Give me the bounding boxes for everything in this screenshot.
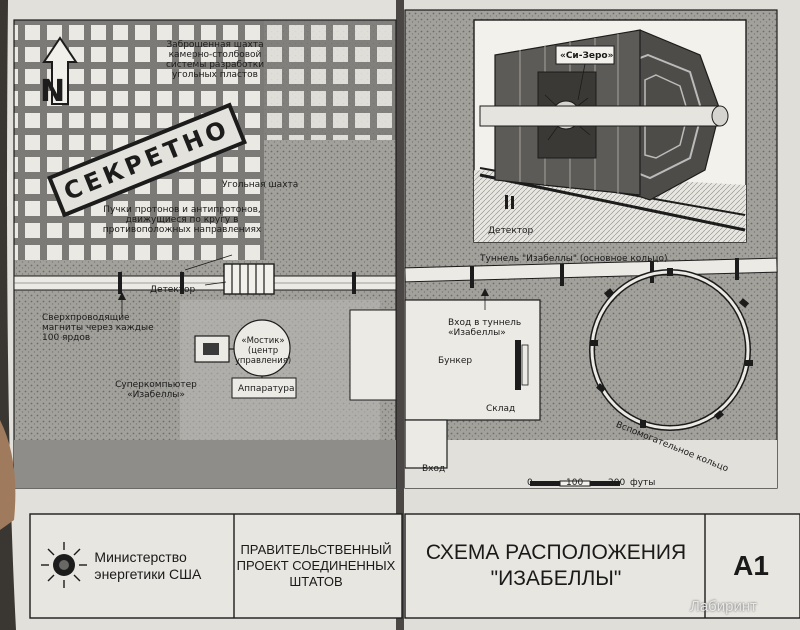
reader-thumb bbox=[0, 420, 16, 530]
label-warehouse: Склад bbox=[486, 404, 516, 414]
scale-tick-100: 100 bbox=[566, 478, 584, 488]
scale-bar bbox=[530, 480, 620, 487]
ministry-block: Министерство энергетики США bbox=[30, 517, 240, 615]
annex-building bbox=[349, 309, 397, 401]
label-abandoned-mine: Заброшенная шахта камерно-столбовой сист… bbox=[165, 40, 265, 80]
scale-tick-0: 0 bbox=[527, 478, 533, 488]
project-title: ПРАВИТЕЛЬСТВЕННЫЙ ПРОЕКТ СОЕДИНЕННЫХ ШТА… bbox=[236, 542, 396, 589]
label-entrance: Вход bbox=[422, 464, 446, 474]
ministry-name: Министерство энергетики США bbox=[94, 549, 202, 582]
label-coal-shaft: Угольная шахта bbox=[222, 180, 299, 190]
map-legend-strip bbox=[405, 440, 777, 488]
scale-unit: футы bbox=[630, 478, 656, 488]
scheme-title: СХЕМА РАСПОЛОЖЕНИЯ "ИЗАБЕЛЛЫ" bbox=[425, 541, 687, 590]
label-bridge: «Мостик» (центр управления) bbox=[234, 336, 292, 366]
label-beams: Пучки протонов и антипротонов, движущиес… bbox=[102, 205, 262, 235]
label-supercomputer: Суперкомпьютер «Изабеллы» bbox=[115, 380, 197, 400]
label-detector-left: Детектор bbox=[150, 285, 196, 295]
ministry-emblem-icon bbox=[41, 542, 87, 588]
label-detector-inset: Детектор bbox=[488, 226, 534, 236]
mine-pillars-east bbox=[250, 20, 396, 140]
label-tunnel: Туннель "Изабеллы" (основное кольцо) bbox=[480, 254, 668, 264]
entrance-block bbox=[404, 419, 448, 469]
label-bunker: Бункер bbox=[438, 356, 473, 366]
book-gutter bbox=[396, 0, 404, 630]
watermark: Лабиринт bbox=[690, 598, 758, 615]
map-ground-strip bbox=[14, 440, 396, 488]
sheet-number: A1 bbox=[733, 550, 769, 581]
title-block-left bbox=[29, 513, 403, 619]
north-arrow-icon bbox=[42, 36, 78, 105]
label-c-zero: «Си-Зеро» bbox=[560, 51, 614, 61]
label-tunnel-entrance: Вход в туннель «Изабеллы» bbox=[448, 318, 522, 338]
title-block-right bbox=[404, 513, 800, 619]
scale-tick-200: 200 bbox=[608, 478, 626, 488]
north-label: N bbox=[40, 74, 66, 109]
label-magnets: Сверхпроводящие магниты через каждые 100… bbox=[42, 313, 154, 343]
label-apparatus: Аппаратура bbox=[238, 384, 295, 394]
apparatus-room bbox=[231, 377, 297, 399]
